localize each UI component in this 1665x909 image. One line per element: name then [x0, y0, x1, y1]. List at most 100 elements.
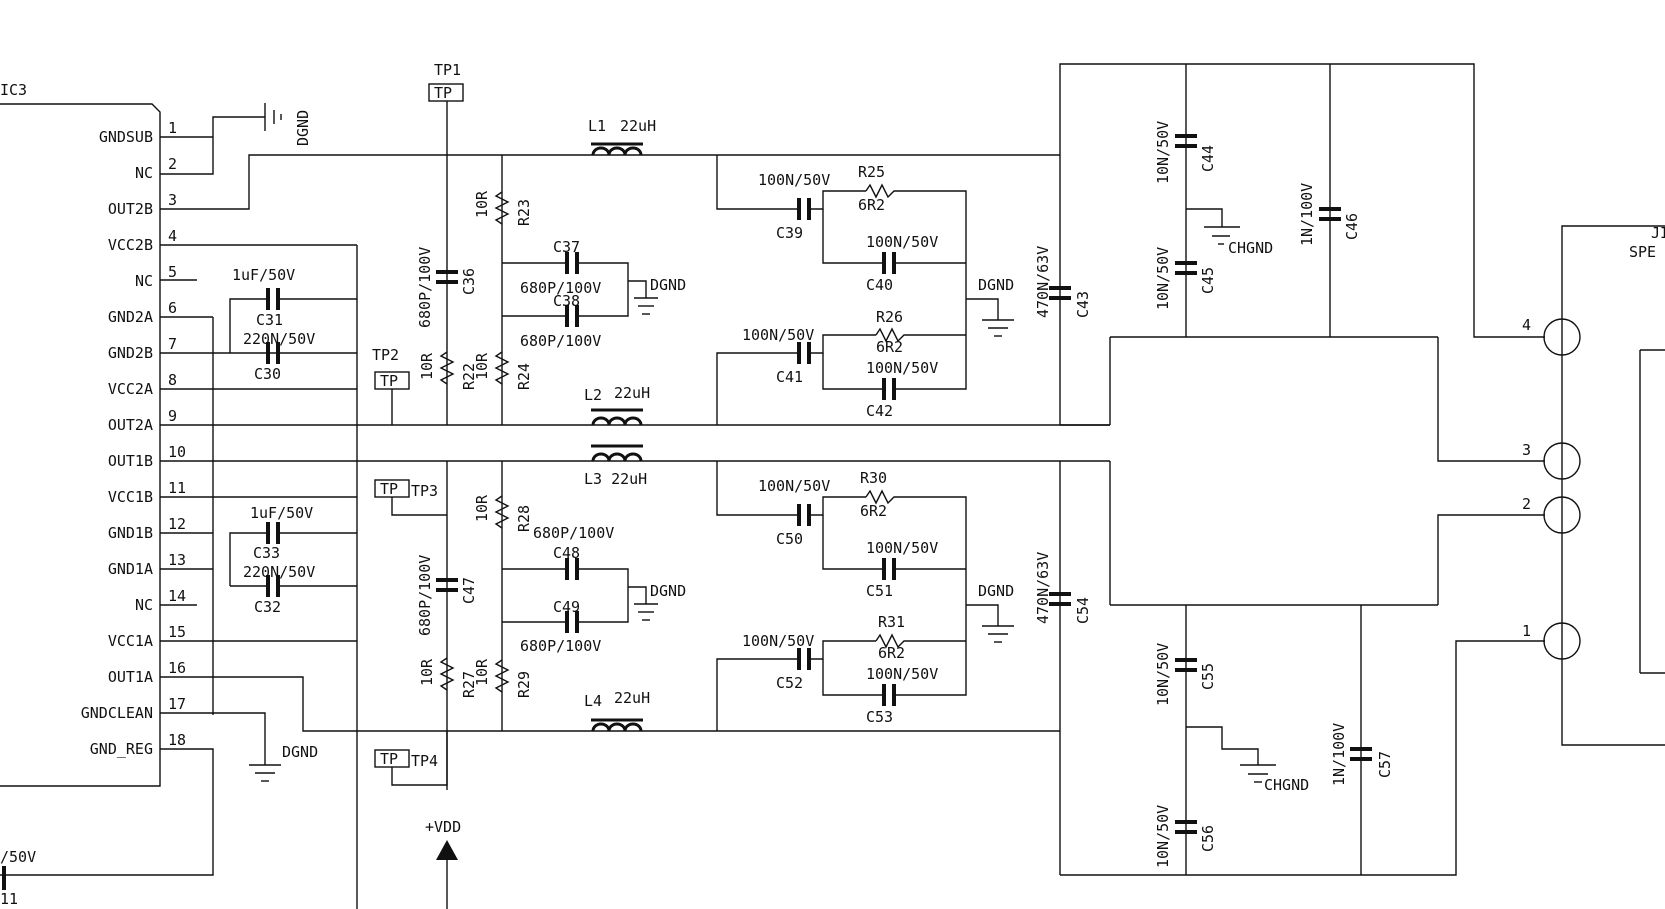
- r23-value: 10R: [473, 190, 491, 218]
- tp1-box: TP: [434, 84, 452, 102]
- c52-ref: C52: [776, 674, 803, 692]
- r24-ref: R24: [515, 363, 533, 390]
- c47-ref: C47: [460, 577, 478, 604]
- ic3-pin-number: 2: [168, 155, 177, 173]
- l4-ref: L4: [584, 692, 602, 710]
- ic3-pin-number: 8: [168, 371, 177, 389]
- l1-ref: L1: [588, 117, 606, 135]
- tp2-ref: TP2: [372, 346, 399, 364]
- l2-ref: L2: [584, 386, 602, 404]
- ic3-pin-number: 6: [168, 299, 177, 317]
- r31-ref: R31: [878, 613, 905, 631]
- c56-ref: C56: [1199, 825, 1217, 852]
- r25-ref: R25: [858, 163, 885, 181]
- ic3-pin-number: 4: [168, 227, 177, 245]
- r27-ref: R27: [460, 671, 478, 698]
- r26-value: 6R2: [876, 338, 903, 356]
- c33-value: 1uF/50V: [250, 504, 313, 522]
- c42-value: 100N/50V: [866, 359, 938, 377]
- ic3-pin-number: 11: [168, 479, 186, 497]
- ic3-pin-number: 1: [168, 119, 177, 137]
- c55-value: 10N/50V: [1154, 643, 1172, 706]
- tp3-box: TP: [380, 480, 398, 498]
- ic3-pin-name: GND1B: [108, 524, 153, 542]
- r28-ref: R28: [515, 505, 533, 532]
- c57-value: 1N/100V: [1330, 723, 1348, 786]
- c41-ref: C41: [776, 368, 803, 386]
- ic3-pin-name: NC: [135, 596, 153, 614]
- dgnd-label-ic: DGND: [282, 743, 318, 761]
- c51-value: 100N/50V: [866, 539, 938, 557]
- c11-value: /50V: [0, 848, 36, 866]
- c36-ref: C36: [460, 268, 478, 295]
- conn-pin-2: 2: [1522, 495, 1531, 513]
- ic3-pin-number: 5: [168, 263, 177, 281]
- channel-2-filter: TP1 TP 680P/100V C36 10R R22 10R R23 10R…: [372, 61, 1092, 426]
- c32-value: 220N/50V: [243, 563, 315, 581]
- c52-value: 100N/50V: [742, 632, 814, 650]
- c50-value: 100N/50V: [758, 477, 830, 495]
- ic3-pin-name: VCC1A: [108, 632, 153, 650]
- c43-ref: C43: [1074, 291, 1092, 318]
- ic3-pin-name: NC: [135, 164, 153, 182]
- connector-name: SPE: [1629, 243, 1656, 261]
- ic3-pin-number: 12: [168, 515, 186, 533]
- connector-ref: JI: [1651, 224, 1665, 242]
- c45-value: 10N/50V: [1154, 247, 1172, 310]
- r30-value: 6R2: [860, 502, 887, 520]
- ic3-pin-number: 18: [168, 731, 186, 749]
- dgnd-label-c37: DGND: [650, 276, 686, 294]
- c53-ref: C53: [866, 708, 893, 726]
- c44-value: 10N/50V: [1154, 121, 1172, 184]
- c36-value: 680P/100V: [416, 247, 434, 328]
- ic3-pin-name: GND1A: [108, 560, 153, 578]
- c48-value: 680P/100V: [533, 524, 614, 542]
- c11-ref: 11: [0, 890, 18, 908]
- ic3-pin-number: 13: [168, 551, 186, 569]
- r27-value: 10R: [418, 658, 436, 686]
- ic3-pin-name: VCC2A: [108, 380, 153, 398]
- channel-1-filter: TP TP3 680P/100V C47 10R R27 10R R28 10R…: [374, 444, 1092, 909]
- ic3-pin-number: 10: [168, 443, 186, 461]
- c33-ref: C33: [253, 544, 280, 562]
- c44-ref: C44: [1199, 145, 1217, 172]
- ic3-pin-name: GNDSUB: [99, 128, 153, 146]
- ic3-pin-number: 15: [168, 623, 186, 641]
- dgnd-label-top: DGND: [294, 110, 312, 146]
- ic3-pin-name: OUT1A: [108, 668, 153, 686]
- ic3-pin-name: GNDCLEAN: [81, 704, 153, 722]
- c37-ref: C37: [553, 238, 580, 256]
- tp1-ref: TP1: [434, 61, 461, 79]
- ic3-pin-number: 7: [168, 335, 177, 353]
- c39-value: 100N/50V: [758, 171, 830, 189]
- c40-ref: C40: [866, 276, 893, 294]
- c46-ref: C46: [1343, 213, 1361, 240]
- ic3-pin-number: 14: [168, 587, 186, 605]
- dgnd-label-zobel-top: DGND: [978, 276, 1014, 294]
- conn-pin-4: 4: [1522, 316, 1531, 334]
- ic3-pin-name: GND_REG: [90, 740, 153, 758]
- c39-ref: C39: [776, 224, 803, 242]
- c31-value: 1uF/50V: [232, 266, 295, 284]
- c38-ref: C38: [553, 292, 580, 310]
- ic3-pin-number: 9: [168, 407, 177, 425]
- c42-ref: C42: [866, 402, 893, 420]
- dgnd-label-c48: DGND: [650, 582, 686, 600]
- ic3-pin-name: OUT2A: [108, 416, 153, 434]
- dgnd-label-zobel-bottom: DGND: [978, 582, 1014, 600]
- ic3-pin-name: OUT1B: [108, 452, 153, 470]
- l3-label: L3 22uH: [584, 470, 647, 488]
- c38-value: 680P/100V: [520, 332, 601, 350]
- ic3-pin-name: GND2B: [108, 344, 153, 362]
- c50-ref: C50: [776, 530, 803, 548]
- vdd-label: +VDD: [425, 818, 461, 836]
- r22-ref: R22: [460, 363, 478, 390]
- l4-value: 22uH: [614, 689, 650, 707]
- c32-ref: C32: [254, 598, 281, 616]
- c30-value: 220N/50V: [243, 330, 315, 348]
- ic-wiring: DGND 1uF/50V C31 220N/50V C30: [0, 103, 1110, 909]
- c43-value: 470N/63V: [1034, 246, 1052, 318]
- chgnd-label-bottom: CHGND: [1264, 776, 1309, 794]
